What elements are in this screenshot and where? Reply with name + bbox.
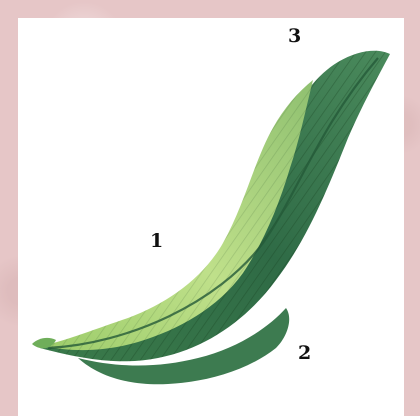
- leaf-rib-texture: [40, 51, 390, 362]
- leaf-illustration: 1 2 3: [18, 18, 404, 416]
- leaf-upper-texture: [42, 80, 313, 350]
- leaf-drawing: [18, 18, 404, 416]
- label-2: 2: [298, 344, 311, 363]
- label-3: 3: [288, 27, 301, 46]
- label-1: 1: [150, 232, 163, 251]
